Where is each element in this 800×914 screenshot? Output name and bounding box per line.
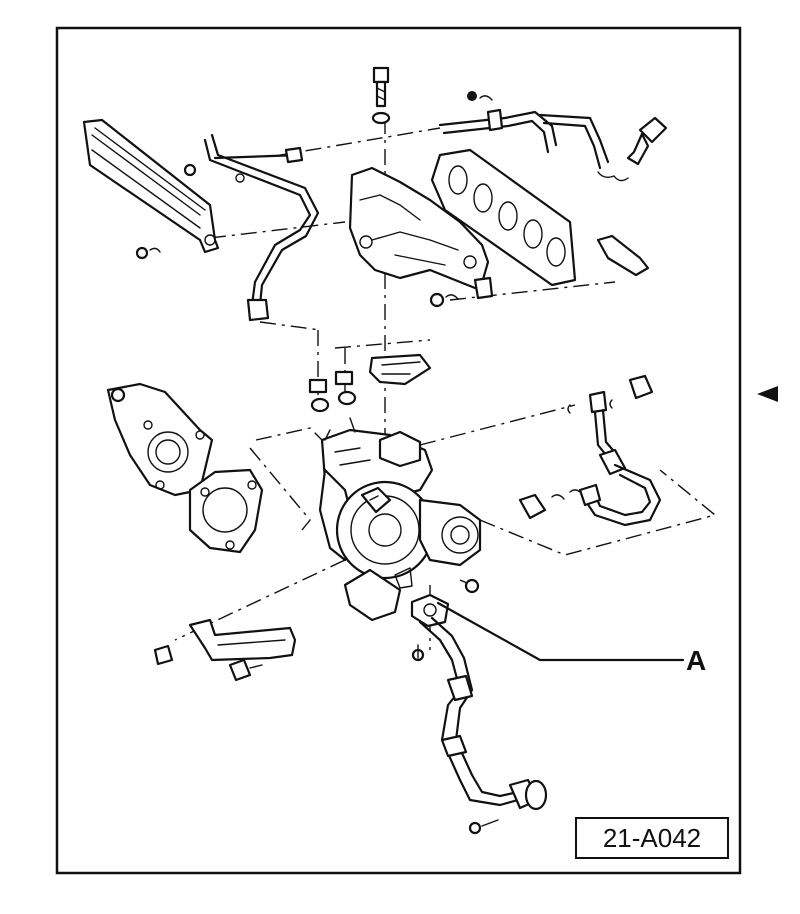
exhaust-downpipe-flange [106, 382, 214, 497]
turbo-bolts [464, 489, 583, 594]
oil-feed-pipe-upper [183, 133, 320, 322]
oil-pipe-upper-right [438, 91, 629, 182]
turbocharger [318, 417, 482, 622]
diagram-frame [55, 26, 742, 875]
turbo-flange-gasket [368, 353, 432, 386]
heat-shield-bolt [135, 246, 161, 260]
heat-shield [82, 118, 220, 254]
oil-drain-pipe-A [410, 593, 548, 835]
turbo-support-bracket [153, 618, 297, 682]
manifold-nut [429, 292, 459, 308]
triangle-left-icon [757, 386, 778, 402]
banjo-bolt [626, 116, 668, 166]
downpipe-gasket [188, 468, 264, 554]
manifold-gasket [430, 148, 577, 287]
callout-leader-line [436, 601, 685, 662]
figure-code-box: 21-A042 [575, 817, 729, 859]
turbo-stud-nuts [308, 370, 357, 413]
figure-code: 21-A042 [603, 823, 701, 853]
callout-label: A [686, 645, 706, 676]
oil-return-line-right [567, 374, 662, 527]
exhaust-manifold [348, 166, 494, 300]
pipe-connector [596, 234, 650, 277]
manifold-stud-bolt [371, 66, 391, 125]
